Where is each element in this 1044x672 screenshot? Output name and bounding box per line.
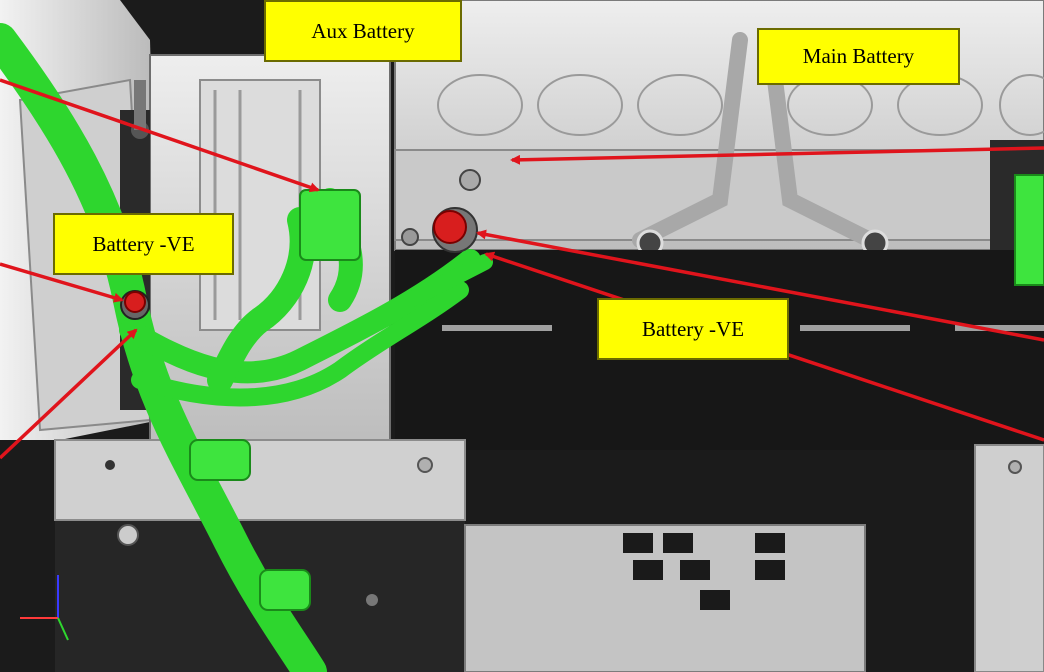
arrow-main-battery [510, 146, 1044, 165]
main-battery-label: Main Battery [757, 28, 960, 85]
arrow-main-negative [476, 229, 1044, 342]
aux-battery-label: Aux Battery [264, 0, 462, 62]
lower-tray [54, 439, 1044, 672]
battery-negative-label-right: Battery -VE [597, 298, 789, 360]
battery-negative-label-left: Battery -VE [53, 213, 234, 275]
main-battery-negative-terminal [433, 210, 467, 244]
tray-ribs [442, 325, 1044, 331]
arrow-aux-negative [0, 262, 124, 303]
cable-connectors [189, 174, 1044, 611]
battery-terminals [120, 169, 481, 320]
arrow-aux-negative-lower [0, 328, 138, 460]
axis-triad [20, 575, 69, 641]
aux-battery-negative-terminal [124, 291, 146, 313]
arrow-aux-battery [0, 78, 320, 193]
